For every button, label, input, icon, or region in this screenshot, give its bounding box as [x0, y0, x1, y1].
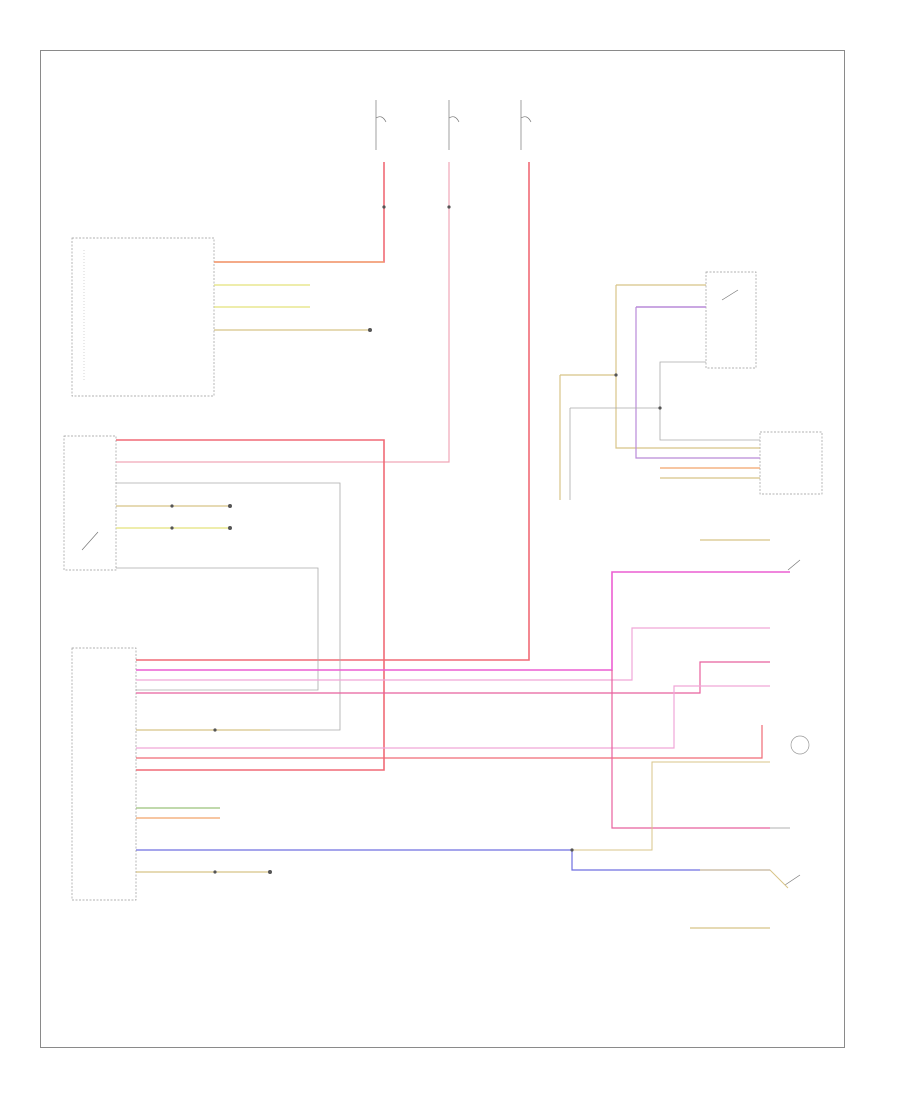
wires: [116, 162, 790, 929]
splice-dot: [170, 504, 174, 508]
wire-door-tan-2: [700, 869, 789, 889]
ground-dot: [368, 328, 372, 332]
wire-cm-red-5: [136, 725, 763, 759]
wire-cm-tan-branch: [572, 761, 770, 851]
rear-lid-switch-contact: [721, 289, 739, 301]
wire-hs-gray-2: [116, 567, 319, 691]
fuse-group: [375, 100, 532, 150]
fuse-2-symbol: [448, 116, 460, 123]
wire-rl-tan-down: [615, 285, 760, 449]
splice-dot: [170, 526, 174, 530]
diagram-frame: [40, 50, 845, 1048]
connector-dots: [170, 205, 662, 874]
wire-cm-magenta-3: [136, 661, 770, 694]
headlamp-switch-contact: [81, 531, 99, 551]
wire-splice-gray: [570, 361, 706, 409]
splice-dot: [658, 406, 662, 410]
splice-dot: [614, 373, 618, 377]
splice-dot: [447, 205, 451, 209]
lamp-switch-contact: [787, 559, 801, 571]
release-switch-box: [759, 431, 823, 495]
wire-fuse1-red: [214, 162, 385, 263]
fuse-3-symbol: [520, 116, 532, 123]
instrument-cluster-box: [71, 237, 215, 397]
wire-rl-violet-down: [635, 307, 760, 459]
splice-dot: [570, 848, 574, 852]
ground-dot: [268, 870, 272, 874]
wire-cm-blue: [136, 849, 770, 871]
wire-fuse3-red: [136, 162, 530, 661]
splice-dot: [382, 205, 386, 209]
rear-lid-switch-box: [705, 271, 757, 369]
wire-cm-pink-2: [136, 627, 770, 681]
headlamp-switch-box: [63, 435, 117, 571]
wire-cm-magenta-1: [136, 571, 790, 671]
wire-cm-pink-4: [136, 685, 770, 749]
wire-hs-red-loop: [116, 439, 385, 771]
wire-cm-magenta-6: [611, 670, 770, 829]
door-switch-contact: [784, 874, 801, 886]
splice-dot: [213, 870, 217, 874]
wire-fuse2-pink: [116, 162, 450, 463]
trunk-lamp-symbol: [790, 735, 810, 755]
ground-dot: [228, 504, 232, 508]
central-module-box: [71, 647, 137, 901]
fuse-1-symbol: [375, 116, 387, 123]
ground-dot: [228, 526, 232, 530]
splice-dot: [213, 728, 217, 732]
wire-rs-gray: [659, 408, 760, 441]
